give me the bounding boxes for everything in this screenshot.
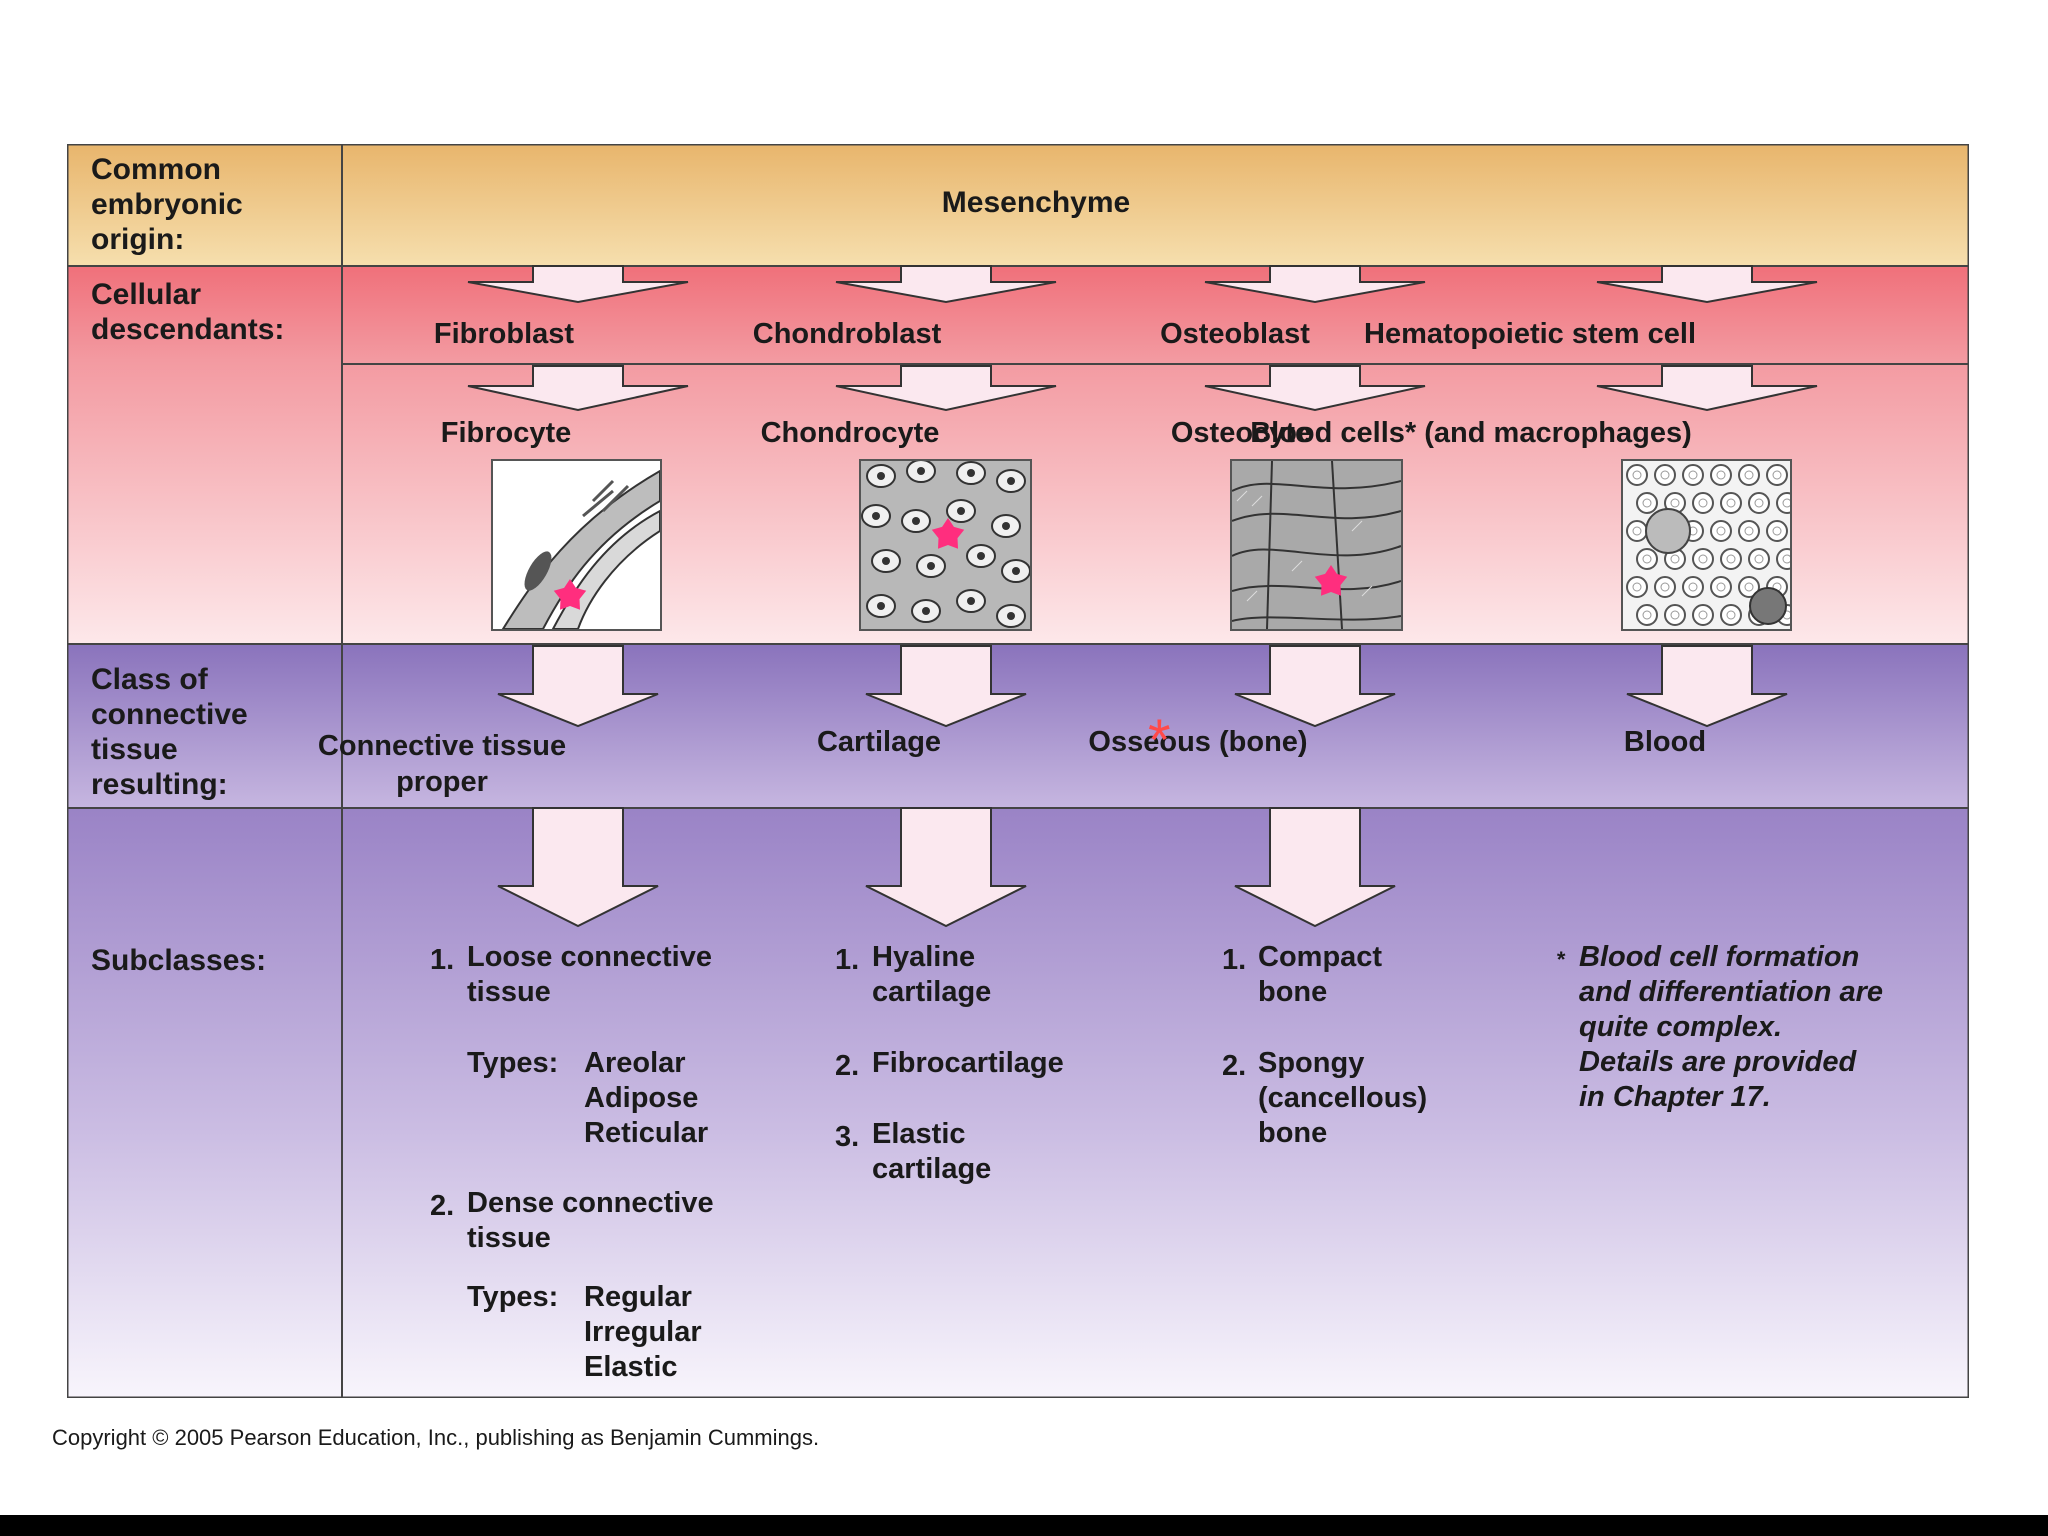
class-cartilage: Osseous (bone) [1088,726,1308,758]
bone-item1-number: 1. [1222,944,1247,976]
arrow-to-cartilage [865,645,1027,728]
chondrocyte-micrograph [859,459,1032,631]
cell-osteocyte: Osteocyte [1170,417,1312,449]
blast-osteoblast: Osteoblast [1160,318,1310,350]
cartilage-item2-number: 2. [835,1050,860,1082]
fibrocyte-marker [553,579,587,610]
bottom-bar [0,1515,2048,1536]
class-ctp: Connective tissue proper [317,730,567,798]
copyright: Copyright © 2005 Pearson Education, Inc.… [52,1425,820,1450]
ctp-types-label-1: Types: [467,1047,559,1079]
cartilage-item3-number: 3. [835,1121,860,1153]
arrow-mesenchyme-fibroblast [467,265,689,304]
cell-chondrocyte: Chondrocyte [760,417,940,449]
row-label-cellular: Cellular descendants: [91,278,285,346]
osteocyte-micrograph [1230,459,1403,631]
osteocyte-marker [1314,565,1348,596]
arrow-to-bone-subclasses [1234,807,1396,928]
arrow-hematopoietic-blood [1596,365,1818,412]
ctp-types-1: Areolar Adipose Reticular [584,1047,709,1149]
cartilage-item1-number: 1. [835,944,860,976]
ctp-item1: Loose connective tissue [467,941,712,1008]
footnote-text: Blood cell formation and differentiation… [1579,941,1884,1113]
cartilage-item3: Elastic cartilage [872,1118,992,1185]
row-label-origin: Common embryonic origin: [91,153,243,256]
arrow-mesenchyme-chondroblast [835,265,1057,304]
ctp-item2: Dense connective tissue [467,1187,714,1254]
diagram-background [67,144,1969,1398]
arrow-to-ctp [497,645,659,728]
row-label-subclasses: Subclasses: [91,944,267,977]
blast-hematopoietic: Hematopoietic stem cell [1364,318,1696,350]
class-cartilage-label: Cartilage [816,726,942,758]
row-label-class: Class of connective tissue resulting: [91,663,248,801]
ctp-item1-number: 1. [430,944,455,976]
blast-fibroblast: Fibroblast [433,318,575,350]
arrow-osteoblast-osteocyte [1204,365,1426,412]
blast-chondroblast: Chondroblast [752,318,942,350]
arrow-to-cartilage-subclasses [865,807,1027,928]
ctp-types-label-2: Types: [467,1281,559,1313]
highlight-asterisk: * [1148,708,1171,773]
arrow-fibroblast-fibrocyte [467,365,689,412]
ctp-item2-number: 2. [430,1190,455,1222]
bone-item2-number: 2. [1222,1050,1247,1082]
arrow-mesenchyme-hematopoietic [1596,265,1818,304]
ctp-types-2: Regular Irregular Elastic [584,1281,702,1383]
arrow-to-blood [1626,645,1788,728]
cartilage-item2: Fibrocartilage [872,1047,1064,1079]
origin-name: Mesenchyme [941,186,1131,219]
blood-cells-micrograph [1621,459,1792,631]
arrow-mesenchyme-osteoblast [1204,265,1426,304]
cell-fibrocyte: Fibrocyte [440,417,572,449]
class-blood: Blood [1623,726,1707,758]
arrow-chondroblast-chondrocyte [835,365,1057,412]
bone-item1: Compact bone [1258,941,1383,1008]
chondrocyte-marker [931,518,965,549]
arrow-to-bone [1234,645,1396,728]
footnote-asterisk: * [1556,947,1565,972]
cartilage-item1: Hyaline cartilage [872,941,992,1008]
bone-item2: Spongy (cancellous) bone [1258,1047,1428,1149]
arrow-to-ctp-subclasses [497,807,659,928]
fibrocyte-micrograph [491,459,662,631]
cell-blood-cells: Blood cells* (and macrophages) [1250,417,1692,449]
